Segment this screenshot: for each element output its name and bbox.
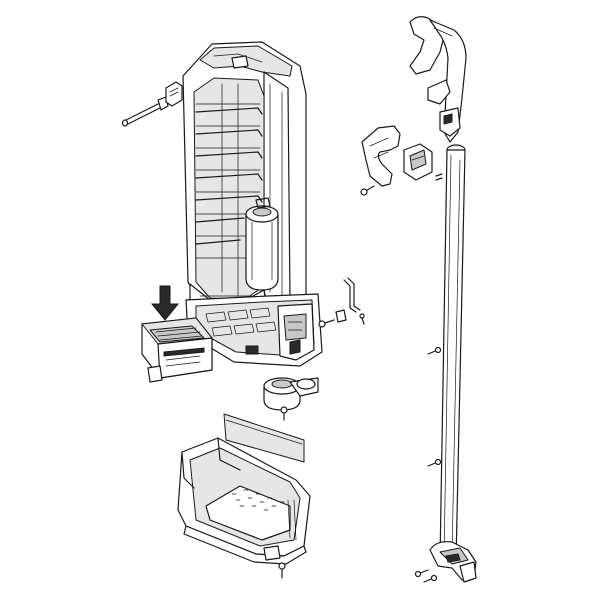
dust-container-base <box>177 437 311 565</box>
screws <box>278 562 286 579</box>
allen-key <box>343 277 361 313</box>
screws <box>414 569 438 583</box>
axle-pin <box>121 81 183 127</box>
filter-gasket <box>223 413 305 463</box>
motor-cylinder <box>245 197 279 291</box>
wheel-hub <box>263 377 319 421</box>
screws <box>318 309 365 328</box>
handle-grip <box>409 16 467 143</box>
screws <box>427 346 442 467</box>
foot-bracket <box>429 541 477 583</box>
filter-cartridge <box>141 317 213 383</box>
main-housing-frame <box>182 41 307 319</box>
arrow-indicator-icon <box>150 285 180 321</box>
handle-clip-bracket <box>360 125 443 196</box>
handle-tube <box>439 144 466 563</box>
lower-base-assembly <box>185 293 323 367</box>
